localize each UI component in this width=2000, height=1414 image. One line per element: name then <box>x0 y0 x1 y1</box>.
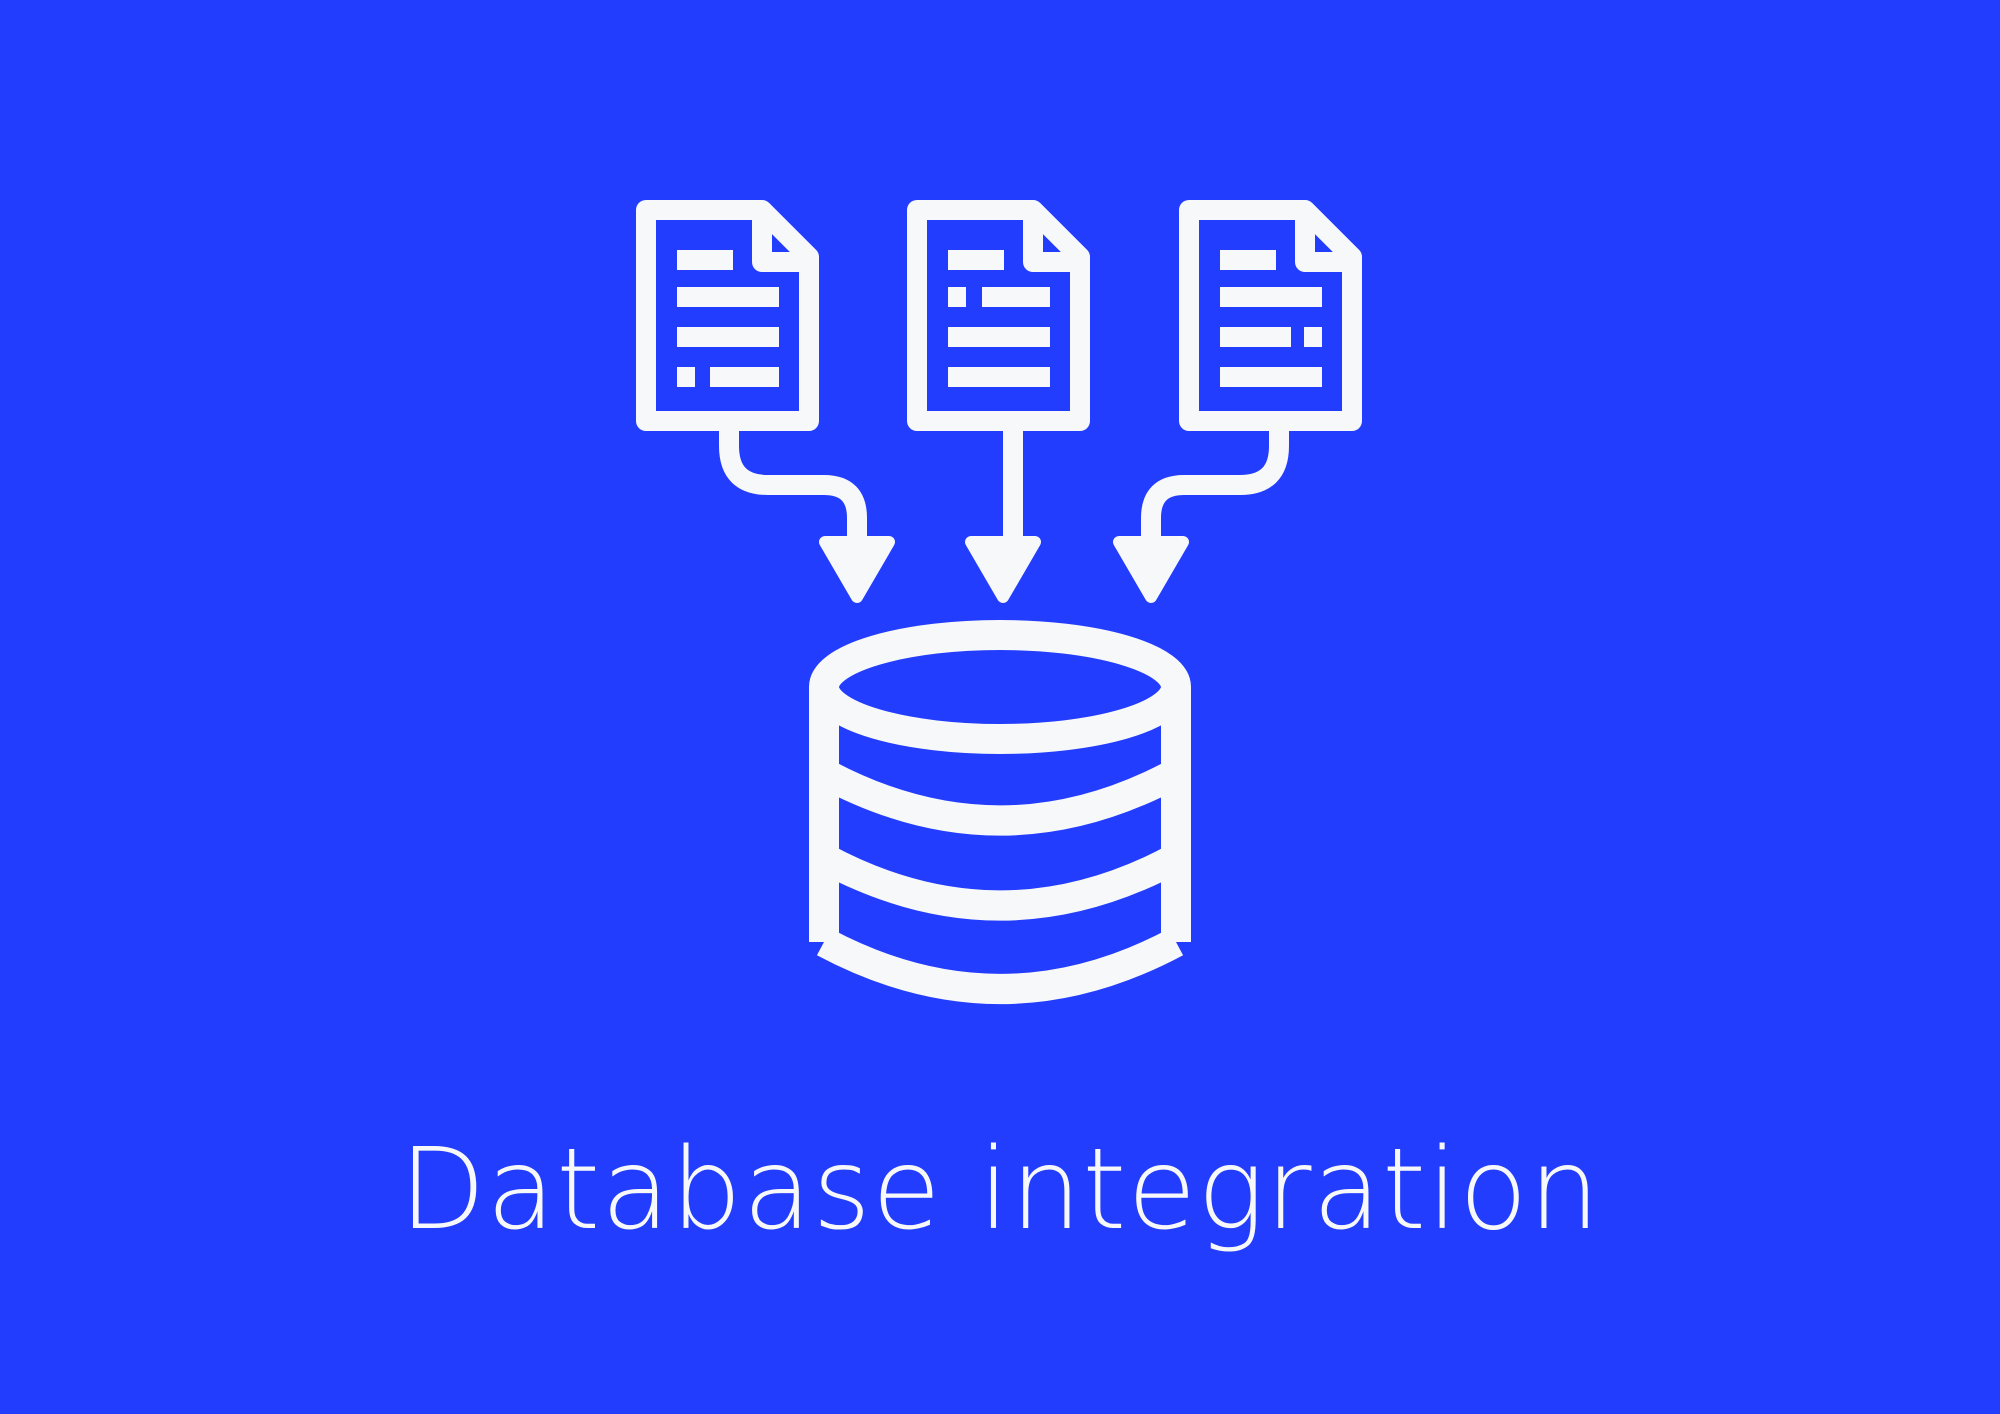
document-icon <box>636 200 819 431</box>
database-icon <box>809 620 1191 1004</box>
caption: Database integration <box>399 1125 1601 1255</box>
document-icon <box>1179 200 1362 431</box>
arrow-down-left-icon <box>1113 431 1289 603</box>
document-icon <box>907 200 1090 431</box>
arrow-down-icon <box>965 431 1041 603</box>
arrow-down-right-icon <box>719 431 895 603</box>
